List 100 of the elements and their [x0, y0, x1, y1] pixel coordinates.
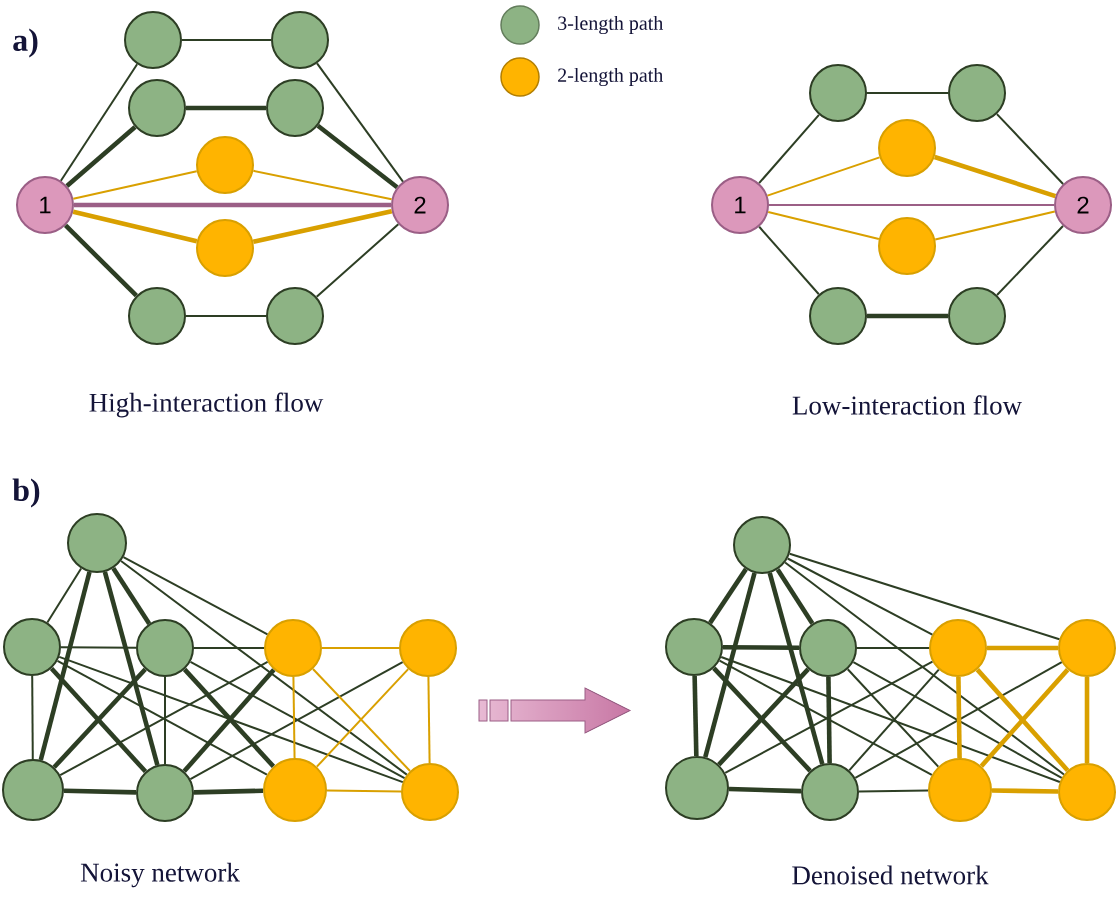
- edge-line: [934, 210, 1056, 241]
- circle-node: [196, 219, 254, 277]
- edge-line: [867, 313, 948, 319]
- edge-line: [866, 92, 949, 94]
- circle-node: [801, 763, 859, 821]
- circle-node: [128, 79, 186, 137]
- edge-line: [768, 204, 1055, 206]
- circle-node: [264, 619, 322, 677]
- edge-line: [858, 789, 929, 793]
- edge-line: [786, 557, 934, 636]
- edge-line: [60, 646, 137, 649]
- circle-node: [1058, 619, 1116, 677]
- edge-line: [181, 39, 272, 41]
- edge-line: [74, 202, 391, 208]
- edge-line: [692, 675, 699, 757]
- edge-line: [65, 125, 137, 188]
- circle-node: [401, 763, 459, 821]
- edge-line: [122, 556, 269, 636]
- circle-node: [878, 119, 936, 177]
- edge-line: [766, 156, 881, 197]
- edge-line: [1084, 677, 1090, 763]
- edge-line: [703, 572, 757, 758]
- edge-line: [728, 786, 802, 794]
- edge-line: [720, 656, 1061, 783]
- circle-node: [124, 11, 182, 69]
- caption: Noisy network: [80, 862, 240, 888]
- circle-node: [809, 287, 867, 345]
- caption: High-interaction flow: [89, 392, 324, 418]
- caption: Denoised network: [792, 865, 989, 885]
- edge-line: [252, 209, 393, 244]
- edge-line: [72, 170, 198, 200]
- circle-node: [266, 79, 324, 137]
- edge-line: [193, 647, 265, 649]
- panel-label: a): [13, 28, 38, 58]
- circle-node: [128, 287, 186, 345]
- edge-line: [120, 559, 408, 776]
- edge-line: [46, 567, 83, 624]
- circle-node: [136, 764, 194, 822]
- edge-line: [316, 62, 404, 183]
- edge-line: [102, 571, 160, 766]
- edge-line: [193, 788, 264, 795]
- edge-line: [758, 225, 820, 296]
- edge-line: [59, 63, 139, 182]
- edge-line: [111, 566, 152, 625]
- edge-line: [316, 123, 399, 190]
- edge-line: [767, 572, 825, 765]
- circle-node: [266, 287, 324, 345]
- edge-line: [427, 676, 431, 764]
- circle-node: [136, 619, 194, 677]
- edge-line: [995, 113, 1065, 185]
- circle-node: [2, 759, 64, 821]
- edge-line: [315, 223, 400, 298]
- panel-label: b): [12, 478, 40, 508]
- edge-line: [164, 676, 166, 765]
- circle-node: [1058, 763, 1116, 821]
- legend-text: 2-length path: [558, 67, 664, 87]
- edge-line: [788, 552, 1061, 641]
- edge-line: [933, 154, 1057, 199]
- circle-node: [928, 758, 992, 822]
- edge-line: [31, 675, 34, 760]
- edge-line: [758, 113, 820, 185]
- edge-line: [987, 645, 1058, 651]
- edge-line: [186, 105, 266, 111]
- edge-line: [856, 647, 930, 649]
- edge-line: [996, 225, 1064, 297]
- edge-line: [185, 315, 267, 317]
- edge-line: [64, 223, 139, 298]
- edge-line: [38, 571, 92, 761]
- caption: Low-interaction flow: [792, 395, 1022, 415]
- edge-line: [784, 561, 1065, 776]
- edge-line: [723, 644, 800, 651]
- circle-node: [3, 618, 61, 676]
- legend-text: 3-length path: [558, 15, 664, 35]
- edge-line: [321, 647, 400, 649]
- edge-line: [58, 655, 404, 784]
- edge-line: [326, 789, 402, 793]
- edge-line: [72, 209, 198, 244]
- edge-line: [252, 169, 393, 201]
- circle-node: [67, 513, 127, 573]
- edge-line: [826, 676, 832, 764]
- edge-line: [292, 676, 296, 759]
- circle-node: [665, 756, 729, 820]
- edge-line: [767, 210, 880, 241]
- edge-line: [956, 676, 962, 759]
- circle-node: [263, 758, 327, 822]
- circle-node: [271, 11, 329, 69]
- circle-node: [878, 217, 936, 275]
- circle-node: [948, 64, 1006, 122]
- circle-node: [948, 287, 1006, 345]
- circle-node: [799, 619, 857, 677]
- circle-node: [399, 619, 457, 677]
- edge-line: [775, 568, 815, 625]
- circle-node: [196, 136, 254, 194]
- edge-line: [63, 788, 137, 795]
- circle-node: [665, 618, 723, 676]
- edge-line: [708, 567, 748, 625]
- edge-line: [991, 788, 1059, 794]
- circle-node: [809, 64, 867, 122]
- circle-node: [733, 516, 791, 574]
- circle-node: [929, 619, 987, 677]
